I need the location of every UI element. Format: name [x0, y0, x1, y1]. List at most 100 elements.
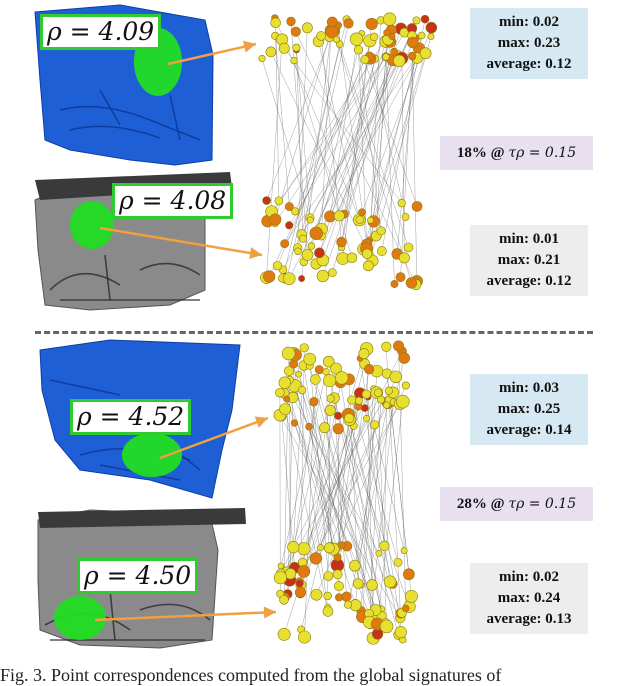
stats-box-bottom-1: min: 0.01 max: 0.21 average: 0.12	[470, 225, 588, 296]
correspondence-line	[366, 394, 404, 550]
point	[299, 235, 306, 242]
point	[296, 580, 303, 587]
threshold-expr: τρ = 0.15	[508, 496, 576, 512]
point	[310, 553, 322, 565]
point	[390, 371, 402, 383]
stats-box-top-1: min: 0.02 max: 0.23 average: 0.12	[470, 8, 588, 79]
point	[279, 377, 291, 389]
correspondence-line	[378, 393, 386, 627]
point	[376, 550, 382, 556]
point	[288, 541, 300, 553]
point	[355, 397, 362, 404]
arrow-head	[243, 41, 256, 53]
point	[367, 580, 378, 591]
point	[295, 587, 305, 597]
point	[263, 271, 275, 283]
correspondence-line	[386, 57, 395, 284]
point	[334, 412, 341, 419]
point	[342, 592, 352, 602]
point	[298, 275, 304, 281]
point	[394, 558, 402, 566]
point	[304, 353, 316, 365]
point	[362, 249, 372, 259]
point	[421, 15, 429, 23]
stat-average: average: 0.12	[470, 271, 588, 292]
point	[383, 13, 396, 26]
point	[273, 261, 282, 270]
point	[377, 227, 385, 235]
point	[270, 214, 281, 225]
panel-divider	[35, 331, 593, 334]
point	[371, 420, 380, 429]
point	[399, 353, 410, 364]
stat-max: max: 0.24	[470, 588, 588, 609]
point	[384, 576, 396, 588]
point	[337, 237, 347, 247]
point	[402, 605, 409, 612]
point	[384, 29, 391, 36]
stat-max: max: 0.23	[470, 33, 588, 54]
point	[323, 374, 336, 387]
stat-max: max: 0.25	[470, 399, 588, 420]
point	[359, 209, 366, 216]
point	[295, 248, 302, 255]
point	[327, 17, 337, 27]
point	[412, 201, 422, 211]
point	[374, 389, 382, 397]
stat-max: max: 0.21	[470, 250, 588, 271]
point	[280, 404, 291, 415]
point	[333, 570, 342, 579]
scan-layer	[35, 5, 246, 648]
point	[324, 592, 332, 600]
stat-average: average: 0.13	[470, 609, 588, 630]
point	[380, 541, 390, 551]
point	[327, 395, 335, 403]
point	[350, 33, 363, 46]
point	[399, 253, 409, 263]
point	[398, 199, 406, 207]
stats-box-top-2: min: 0.03 max: 0.25 average: 0.14	[470, 374, 588, 445]
stat-min: min: 0.01	[470, 229, 588, 250]
point	[426, 22, 437, 33]
stat-min: min: 0.02	[470, 12, 588, 33]
point	[393, 55, 405, 67]
point	[364, 364, 374, 374]
point	[402, 213, 409, 220]
arrow-head	[264, 607, 276, 619]
match-region-sphere	[70, 201, 114, 249]
stats-box-bottom-2: min: 0.02 max: 0.24 average: 0.13	[470, 563, 588, 634]
point	[334, 211, 344, 221]
threshold-box-2: 28% @ τρ = 0.15	[440, 487, 593, 521]
point	[291, 27, 301, 37]
point	[298, 565, 310, 577]
point	[403, 569, 414, 580]
point	[334, 581, 343, 590]
point	[311, 589, 322, 600]
point	[408, 52, 416, 60]
point	[401, 547, 407, 553]
threshold-box-1: 18% @ τρ = 0.15	[440, 136, 593, 170]
point	[315, 365, 323, 373]
point	[317, 270, 329, 282]
point	[310, 397, 318, 405]
point	[333, 424, 343, 434]
match-region-sphere	[54, 596, 106, 640]
point	[356, 216, 364, 224]
point	[278, 628, 290, 640]
point	[271, 18, 281, 28]
point	[420, 48, 431, 59]
point	[359, 349, 369, 359]
arrow-head	[249, 247, 262, 259]
rho-label-bottom-2: ρ = 4.50	[77, 558, 198, 594]
scan-ceiling	[38, 508, 246, 528]
correspondence-line	[272, 58, 385, 212]
point	[391, 280, 398, 287]
point	[263, 197, 271, 205]
point	[377, 246, 386, 255]
point	[428, 33, 434, 39]
point	[354, 45, 363, 54]
point	[275, 388, 284, 397]
point	[284, 396, 290, 402]
point	[259, 55, 266, 62]
correspondence-line	[316, 33, 362, 233]
